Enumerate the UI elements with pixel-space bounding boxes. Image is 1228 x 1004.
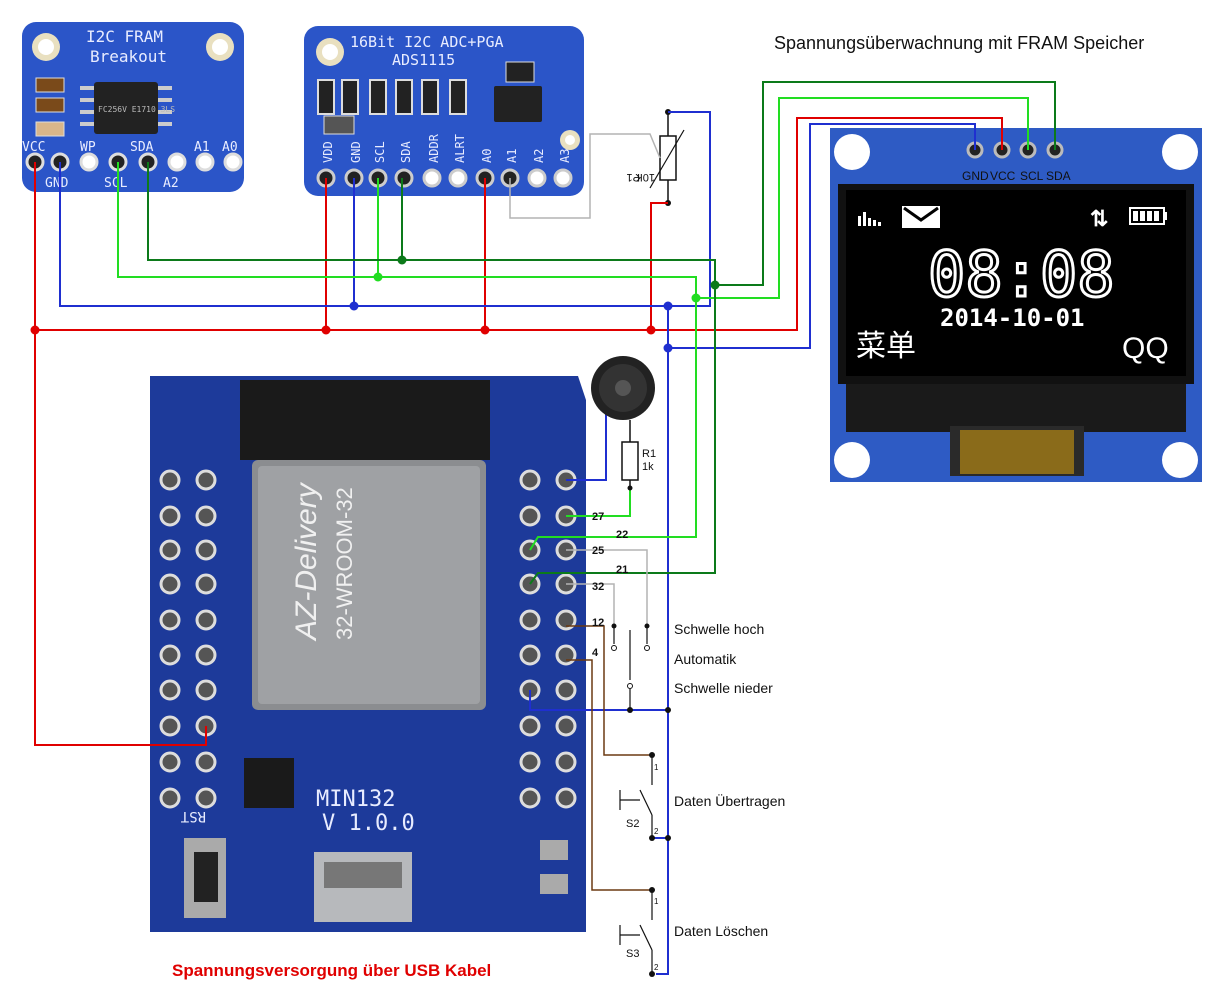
fram-pin-sda: SDA [130,140,154,155]
potentiometer-value: 10K [635,171,655,183]
scl-junctions [373,272,701,303]
sda-wires [147,81,1056,585]
adc-pin-a2: A2 [532,149,546,163]
oled-display-module: GND VCC SCL SDA ⇅ 08:08 2014-10-01 菜单 QQ [830,128,1202,482]
esp-rst-label: RST [180,808,206,824]
adc-pin-a1: A1 [505,149,519,163]
button-s2-label: Daten Übertragen [674,792,785,809]
vcc-wires [34,117,1003,746]
oled-pin-sda: SDA [1046,169,1071,183]
adc-pin-a3: A3 [558,149,572,163]
fram-pin-a0: A0 [222,140,238,155]
switch-label-high: Schwelle hoch [674,621,764,637]
oled-pin-scl: SCL [1020,169,1044,183]
adc-pin-a0: A0 [480,149,494,163]
oled-time: 08:08 [928,238,1115,311]
gpio-label-12: 12 [592,617,604,629]
button-s2-pin1: 1 [654,763,659,772]
button-s3-name: S3 [626,948,639,960]
resistor-value: 1k [642,461,654,473]
gpio-label-22: 22 [616,529,628,541]
potentiometer-p1: P1 10K [627,109,685,206]
gpio-label-25: 25 [592,545,604,557]
button-s3-pin1: 1 [654,897,659,906]
gpio-label-21: 21 [616,564,628,576]
scl-wires [117,97,1029,551]
adc-pin-addr: ADDR [427,133,441,163]
fram-pin-a1: A1 [194,140,210,155]
adc-pin-vdd: VDD [321,141,335,163]
gpio-label-4: 4 [592,647,599,659]
oled-pin-vcc: VCC [990,169,1016,183]
button-wires [566,625,652,891]
esp-board-version: V 1.0.0 [322,811,415,836]
fram-pin-wp: WP [80,140,96,155]
button-s2-pin2: 2 [654,827,659,836]
fram-pin-scl: SCL [104,176,128,191]
esp32-mini-board: AZ-Delivery 32-WROOM-32 MIN132 V 1.0.0 R… [150,376,586,932]
esp-module-brand: AZ-Delivery [290,481,323,642]
switch-label-auto: Automatik [674,651,737,667]
button-s3-label: Daten Löschen [674,923,768,939]
adc-pin-sda: SDA [399,141,413,163]
gnd-junctions [349,301,673,353]
oled-pin-gnd: GND [962,169,989,183]
adc-title-2: ADS1115 [392,51,455,69]
adc-pin-alrt: ALRT [453,134,467,163]
fram-title-1: I2C FRAM [86,27,163,46]
oled-date: 2014-10-01 [940,304,1085,332]
fram-chip-text: FC256V E1710 3LS [98,105,175,114]
diagram-title: Spannungsüberwachnung mit FRAM Speicher [774,33,1144,53]
ads1115-board: 16Bit I2C ADC+PGA ADS1115 VDD GND SCL SD… [304,26,584,196]
fram-pin-a2: A2 [163,176,179,191]
adc-pin-gnd: GND [349,141,363,163]
button-s2: S2 1 2 Daten Übertragen [619,752,785,841]
signal-wires [509,133,661,626]
mail-icon [902,206,940,228]
button-s3-pin2: 2 [654,963,659,972]
button-s3: S3 1 2 Daten Löschen [619,887,768,977]
esp-pin-header-left [159,469,217,809]
fram-pin-vcc: VCC [22,140,45,155]
fram-pin-gnd: GND [45,176,69,191]
fram-breakout-board: I2C FRAM Breakout FC256V E1710 3LS VCC W… [22,22,244,192]
battery-icon [1129,207,1167,225]
resistor-name: R1 [642,448,656,460]
vcc-junctions [30,325,656,335]
potentiometer-name: P1 [627,171,640,183]
gpio-label-27: 27 [592,511,604,523]
gpio-label-32: 32 [592,581,604,593]
adc-title-1: 16Bit I2C ADC+PGA [350,33,504,51]
esp-module-name: 32-WROOM-32 [332,487,357,640]
adc-pin-scl: SCL [373,141,387,163]
mode-switch [611,623,671,713]
esp-board-name: MIN132 [316,787,395,812]
transfer-arrows-icon: ⇅ [1090,206,1108,231]
speaker-icon [591,356,655,420]
fram-title-2: Breakout [90,47,167,66]
button-s2-name: S2 [626,818,639,830]
gnd-wires [59,111,976,975]
sda-junctions [397,255,720,290]
power-supply-note: Spannungsversorgung über USB Kabel [172,961,491,980]
oled-qq-text: QQ [1122,332,1169,365]
esp-pin-header-right [519,469,577,809]
switch-label-low: Schwelle nieder [674,680,773,696]
oled-menu-text: 菜单 [856,330,916,363]
resistor-r1: R1 1k [621,420,656,491]
signal-icon [858,212,881,226]
